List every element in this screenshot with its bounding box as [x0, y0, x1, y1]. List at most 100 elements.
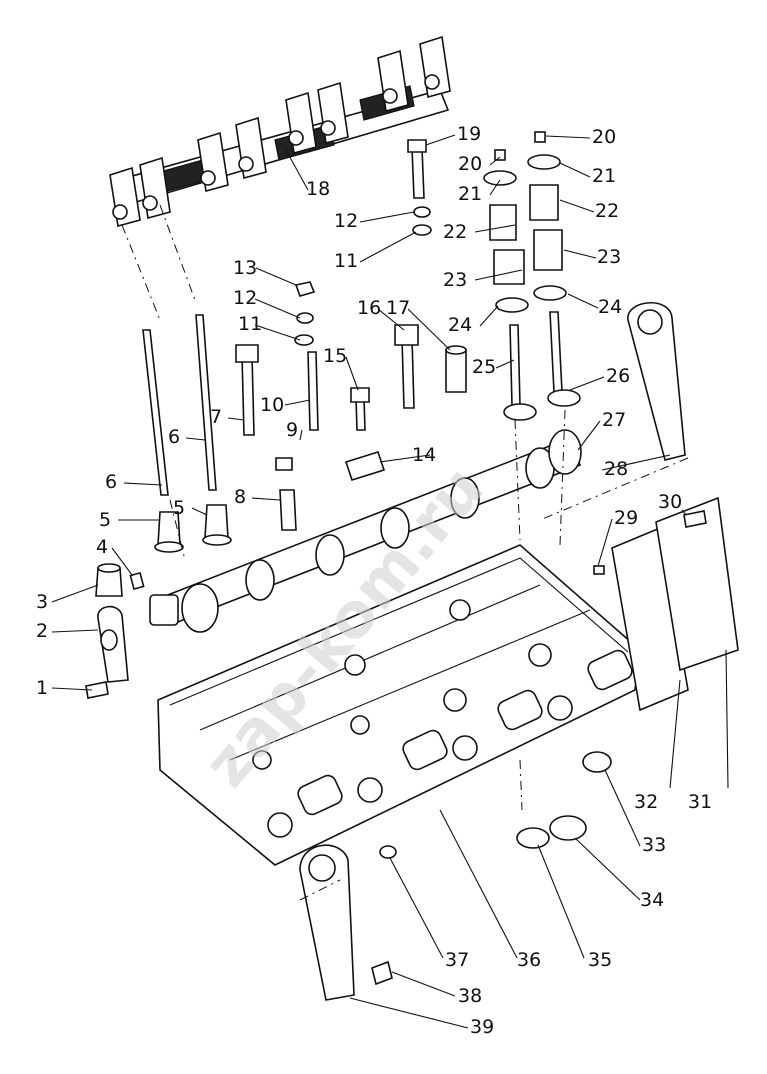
callout-23a: 23 [443, 269, 467, 291]
callout-1: 1 [36, 677, 48, 699]
leader-line [349, 997, 469, 1029]
callout-34: 34 [640, 889, 664, 911]
leader-line [51, 629, 99, 633]
nuts-and-washers [294, 206, 432, 481]
callout-13: 13 [233, 257, 257, 279]
leader-line [681, 509, 687, 516]
callout-6b: 6 [168, 426, 180, 448]
leader-line [479, 305, 499, 327]
callout-26: 26 [606, 365, 630, 387]
callout-24a: 24 [448, 314, 472, 336]
leader-line [191, 507, 208, 516]
callout-12a: 12 [233, 287, 257, 309]
leader-line [377, 308, 405, 331]
callout-33: 33 [642, 834, 666, 856]
valve-train [483, 131, 581, 421]
head-bolts-and-studs [235, 139, 467, 531]
leader-line [474, 269, 523, 281]
callout-36: 36 [517, 949, 541, 971]
leader-line [379, 454, 431, 463]
leader-line [569, 376, 605, 391]
callout-19: 19 [457, 123, 481, 145]
callout-15: 15 [323, 345, 347, 367]
leader-line [285, 149, 309, 191]
leader-line [359, 231, 417, 263]
push-rods-and-tappets [95, 314, 232, 597]
callout-labels: 1 2 3 4 5 5 6 6 7 8 9 10 11 11 12 12 13 … [36, 123, 712, 1038]
callout-35: 35 [588, 949, 612, 971]
callout-18: 18 [306, 178, 330, 200]
leader-line [559, 162, 591, 178]
leader-line [51, 687, 93, 691]
callout-28: 28 [604, 458, 628, 480]
leader-line [545, 135, 591, 139]
leader-line [391, 971, 456, 997]
callout-20b: 20 [592, 126, 616, 148]
leader-line [474, 224, 516, 233]
leader-line [577, 420, 601, 451]
leader-line [425, 134, 456, 146]
callout-29: 29 [614, 507, 638, 529]
callout-8: 8 [234, 486, 246, 508]
leader-line [123, 482, 163, 486]
callout-32: 32 [634, 791, 658, 813]
leader-line [725, 649, 729, 789]
callout-21b: 21 [592, 165, 616, 187]
callout-10: 10 [260, 394, 284, 416]
callout-22a: 22 [443, 221, 467, 243]
callout-38: 38 [458, 985, 482, 1007]
callout-24b: 24 [598, 296, 622, 318]
callout-27: 27 [602, 409, 626, 431]
leader-line [345, 356, 359, 391]
assembly-centerlines [121, 204, 689, 901]
leader-line [601, 454, 671, 471]
leader-line [227, 417, 245, 421]
callout-7: 7 [210, 406, 222, 428]
leader-line [559, 199, 595, 213]
leader-line [495, 359, 515, 369]
callout-21a: 21 [458, 183, 482, 205]
callout-5b: 5 [173, 497, 185, 519]
callout-14: 14 [412, 444, 436, 466]
callout-9: 9 [286, 419, 298, 441]
callout-3: 3 [36, 591, 48, 613]
callout-20a: 20 [458, 153, 482, 175]
callout-12b: 12 [334, 210, 358, 232]
leader-line [567, 293, 599, 309]
leader-line [51, 584, 99, 603]
leader-line [254, 324, 301, 341]
callout-37: 37 [445, 949, 469, 971]
callout-17: 17 [386, 297, 410, 319]
callout-6a: 6 [105, 471, 117, 493]
leader-line [537, 844, 585, 959]
callout-11a: 11 [238, 313, 262, 335]
callout-22b: 22 [595, 200, 619, 222]
leader-lines [51, 134, 729, 1029]
leader-line [489, 179, 501, 196]
leader-line [251, 497, 281, 501]
leader-line [111, 547, 133, 576]
leader-line [597, 518, 613, 567]
seals-and-plugs [85, 510, 707, 986]
callout-4: 4 [96, 536, 108, 558]
leader-line [299, 429, 303, 441]
callout-23b: 23 [597, 246, 621, 268]
callout-39: 39 [470, 1016, 494, 1038]
brackets-and-covers [97, 302, 739, 1001]
callout-30: 30 [658, 491, 682, 513]
leader-line [185, 437, 206, 441]
leader-line [407, 308, 451, 351]
leader-line [669, 679, 681, 789]
callout-11b: 11 [334, 250, 358, 272]
camshaft [149, 429, 582, 633]
cylinder-head [157, 544, 641, 866]
rocker-shaft-assembly [109, 35, 451, 228]
leader-line [254, 298, 301, 319]
leader-line [284, 399, 311, 406]
leader-line [359, 211, 415, 223]
callout-5a: 5 [99, 509, 111, 531]
leader-line [439, 809, 518, 959]
leader-line [574, 837, 641, 901]
